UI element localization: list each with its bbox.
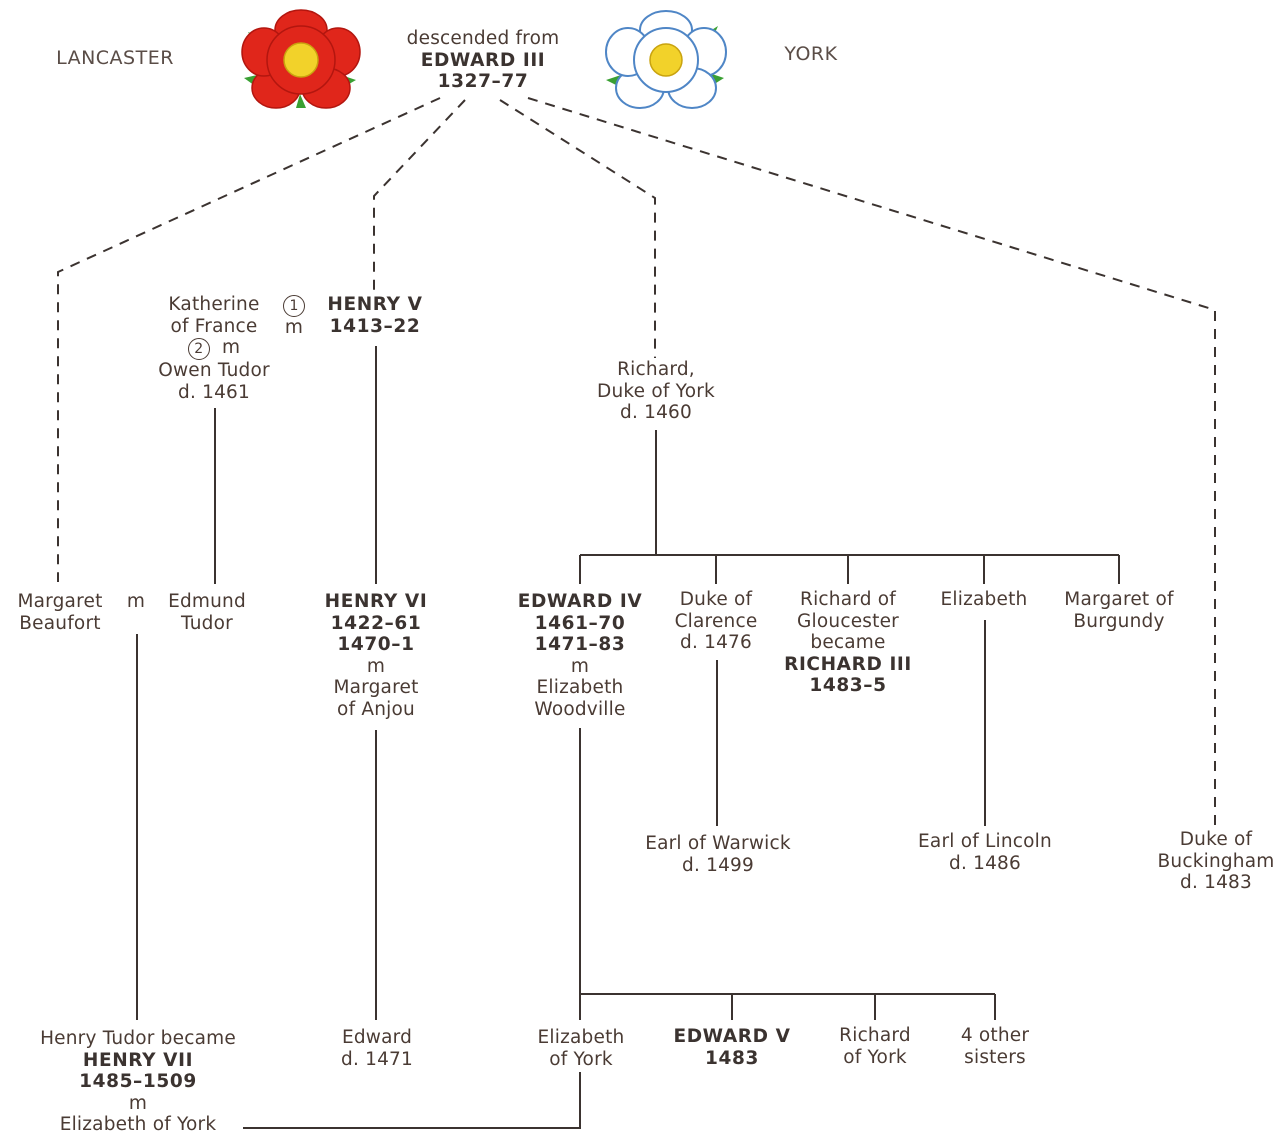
red-rose-icon (241, 9, 361, 109)
marriage-m-henry-v: m (284, 317, 304, 338)
richard-of-york-node: Richard of York (839, 1025, 911, 1068)
second-marriage-marker: 2 m (134, 337, 294, 360)
edward-iii-name: EDWARD III (420, 49, 546, 71)
edmund-tudor-node: Edmund Tudor (168, 591, 246, 634)
marriage-order-1-icon: 1 (283, 295, 305, 317)
owen-tudor-name: Owen Tudor (158, 360, 270, 381)
line-elizabeth-marriage (243, 1072, 581, 1129)
warwick-node: Earl of Warwick d. 1499 (645, 833, 791, 876)
henry-v-node: HENRY V 1413–22 (310, 294, 440, 337)
edward-iv-node: EDWARD IV 1461–70 1471–83 m Elizabeth Wo… (517, 591, 643, 720)
clarence-node: Duke of Clarence d. 1476 (674, 589, 758, 653)
henry-v-name: HENRY V (327, 294, 423, 315)
dashed-line-buckingham (527, 97, 1216, 826)
edward-iii-dates: 1327–77 (437, 71, 529, 92)
marriage-m-beaufort: m (126, 591, 146, 612)
dashed-line-beaufort (57, 97, 441, 582)
dashed-line-richard (499, 99, 656, 358)
dashed-line-henry-v (373, 99, 466, 296)
elizabeth-node: Elizabeth (940, 589, 1028, 610)
lincoln-node: Earl of Lincoln d. 1486 (918, 831, 1052, 874)
dashed-descent-lines (57, 97, 1216, 826)
henry-v-dates: 1413–22 (329, 315, 421, 337)
edward-son-node: Edward d. 1471 (341, 1027, 413, 1070)
other-sisters-node: 4 other sisters (960, 1025, 1030, 1068)
edward-iii-node: descended from EDWARD III 1327–77 (380, 28, 586, 93)
margaret-beaufort-node: Margaret Beaufort (17, 591, 103, 634)
gloucester-node: Richard of Gloucester became RICHARD III… (784, 589, 912, 696)
marriage-order-2-icon: 2 (187, 338, 210, 360)
edward-v-node: EDWARD V 1483 (673, 1026, 791, 1069)
katherine-name: Katherine (168, 294, 260, 315)
henry-vi-node: HENRY VI 1422–61 1470–1 m Margaret of An… (324, 591, 428, 720)
first-marriage-marker: 1 m (280, 294, 308, 339)
henry-vii-node: Henry Tudor became HENRY VII 1485–1509 m… (40, 1028, 236, 1135)
margaret-burgundy-node: Margaret of Burgundy (1064, 589, 1174, 632)
katherine-node: Katherine of France 2 m Owen Tudor d. 14… (134, 294, 294, 403)
elizabeth-of-york-node: Elizabeth of York (537, 1027, 625, 1070)
white-rose-icon (605, 10, 727, 109)
buckingham-node: Duke of Buckingham d. 1483 (1157, 829, 1275, 893)
richard-duke-of-york-node: Richard, Duke of York d. 1460 (597, 359, 715, 423)
katherine-title: of France (170, 315, 258, 337)
house-york-label: YORK (784, 43, 838, 65)
descended-from-text: descended from (406, 28, 560, 49)
house-lancaster-label: LANCASTER (56, 47, 174, 69)
owen-tudor-death: d. 1461 (178, 381, 250, 403)
